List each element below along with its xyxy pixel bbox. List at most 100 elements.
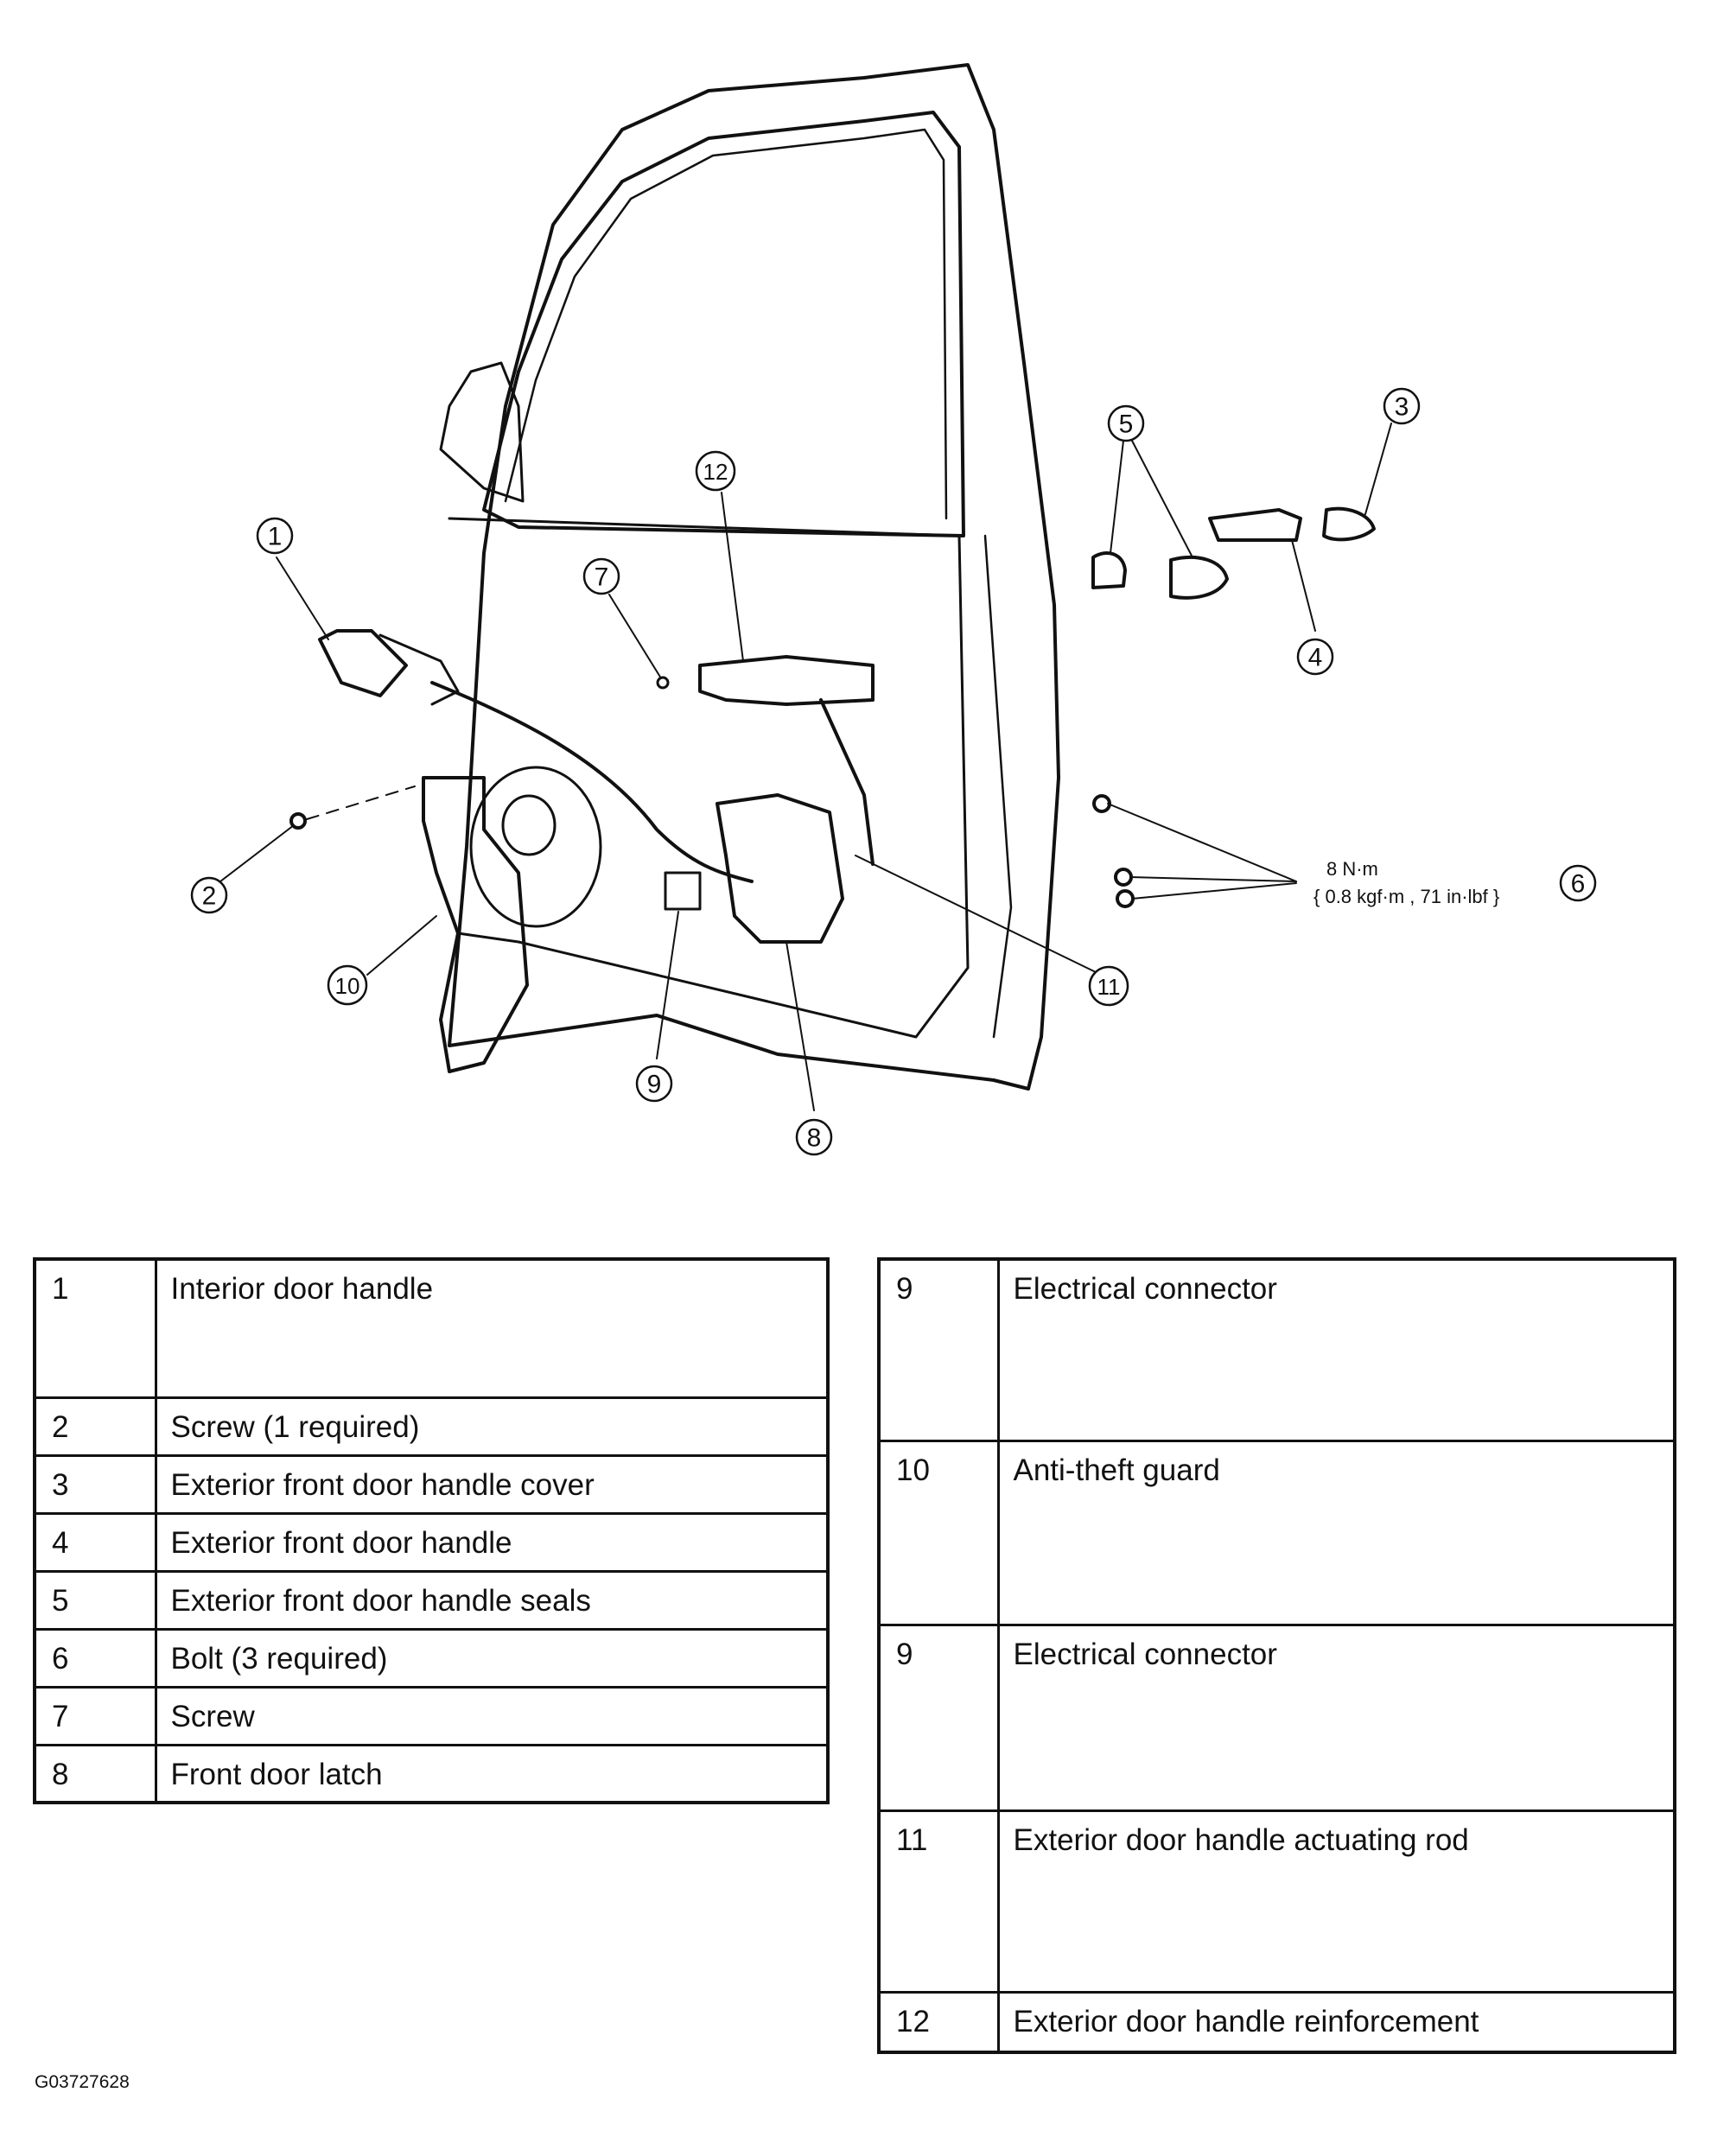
torque-value: 8 N·m — [1326, 858, 1378, 880]
callout-7-circle — [582, 557, 620, 595]
inner-panel — [448, 517, 970, 1039]
bolt-2 — [1114, 868, 1133, 887]
legend-row: 11 Exterior door handle actuating rod — [877, 1809, 1676, 1994]
exterior-handle — [1208, 508, 1302, 542]
callout-5: 5 — [1119, 410, 1134, 439]
legend-number: 3 — [33, 1453, 157, 1515]
legend-number: 1 — [33, 1257, 157, 1399]
leader-7 — [608, 594, 662, 679]
legend-row: 9 Electrical connector — [877, 1257, 1676, 1442]
handle-seal-large — [1169, 556, 1229, 600]
leader-6a — [1107, 803, 1297, 882]
callout-11: 11 — [1097, 974, 1121, 1000]
legend-table-left: 1 Interior door handle 2 Screw (1 requir… — [33, 1257, 830, 1804]
leader-11 — [855, 855, 1097, 973]
bolt-3 — [1116, 889, 1135, 908]
callout-8: 8 — [807, 1124, 822, 1153]
interior-handle-bracket — [378, 633, 460, 706]
leader-9 — [656, 911, 679, 1059]
legend-row: 12 Exterior door handle reinforcement — [877, 1990, 1676, 2054]
front-door-latch — [716, 793, 844, 944]
callout-1-circle — [256, 517, 294, 555]
screw-2 — [289, 812, 307, 830]
legend-row: 8 Front door latch — [33, 1743, 830, 1804]
callout-1: 1 — [268, 523, 283, 551]
legend-number: 10 — [877, 1439, 1000, 1626]
window-opening — [482, 111, 965, 537]
handle-cable — [430, 681, 754, 883]
legend-number: 9 — [877, 1623, 1000, 1812]
leader-8 — [786, 941, 815, 1111]
screw-7 — [656, 676, 670, 690]
legend-description: Screw (1 required) — [154, 1396, 830, 1457]
legend-row: 9 Electrical connector — [877, 1623, 1676, 1812]
speaker — [469, 766, 602, 928]
legend-number: 7 — [33, 1685, 157, 1746]
speaker-cone — [501, 794, 557, 856]
callout-5-circle — [1107, 404, 1145, 442]
callout-12: 12 — [703, 459, 728, 485]
callout-6: 6 — [1571, 870, 1586, 899]
leader-6c — [1131, 882, 1297, 900]
callout-3: 3 — [1395, 393, 1409, 422]
legend-row: 1 Interior door handle — [33, 1257, 830, 1399]
legend-description: Interior door handle — [154, 1257, 830, 1399]
door-exploded-diagram: 1 2 3 4 5 6 7 8 9 10 11 12 8 N·m { 0.8 k… — [190, 63, 1597, 1156]
leader-10 — [366, 915, 437, 976]
legend-number: 12 — [877, 1990, 1000, 2054]
callout-12-circle — [695, 450, 736, 492]
callout-10-circle — [327, 964, 368, 1006]
leader-1 — [276, 556, 329, 640]
leader-3 — [1364, 423, 1392, 515]
legend-description: Exterior door handle reinforcement — [996, 1990, 1676, 2054]
callout-9-circle — [635, 1065, 673, 1103]
legend-number: 2 — [33, 1396, 157, 1457]
legend-row: 2 Screw (1 required) — [33, 1396, 830, 1457]
electrical-connector — [664, 871, 702, 911]
figure-code: G03727628 — [35, 2072, 130, 2092]
callout-9: 9 — [647, 1071, 662, 1099]
legend-number: 11 — [877, 1809, 1000, 1994]
actuating-rod — [819, 698, 875, 866]
callout-4-circle — [1296, 638, 1334, 676]
legend-row: 7 Screw — [33, 1685, 830, 1746]
legend-row: 6 Bolt (3 required) — [33, 1627, 830, 1689]
callout-6-circle — [1559, 864, 1597, 902]
legend-number: 6 — [33, 1627, 157, 1689]
callout-2-circle — [190, 876, 228, 914]
legend-number: 8 — [33, 1743, 157, 1804]
callout-2: 2 — [202, 882, 217, 911]
legend-row: 10 Anti-theft guard — [877, 1439, 1676, 1626]
leader-12 — [721, 492, 744, 662]
legend-description: Electrical connector — [996, 1257, 1676, 1442]
leader-2 — [219, 824, 295, 882]
callout-4: 4 — [1308, 644, 1323, 672]
legend-description: Electrical connector — [996, 1623, 1676, 1812]
legend-description: Screw — [154, 1685, 830, 1746]
legend-row: 5 Exterior front door handle seals — [33, 1569, 830, 1631]
handle-seal-small — [1091, 551, 1127, 589]
legend-table-right: 9 Electrical connector 10 Anti-theft gua… — [877, 1257, 1676, 2054]
interior-handle — [318, 629, 408, 697]
legend-row: 4 Exterior front door handle — [33, 1511, 830, 1573]
callout-8-circle — [795, 1118, 833, 1156]
torque-conversion: { 0.8 kgf·m , 71 in·lbf } — [1313, 886, 1499, 907]
legend-description: Exterior front door handle cover — [154, 1453, 830, 1515]
inner-panel-edge — [983, 534, 1013, 1039]
legend-description: Exterior door handle actuating rod — [996, 1809, 1676, 1994]
leader-5b — [1131, 440, 1193, 558]
callout-3-circle — [1383, 387, 1421, 425]
legend-number: 4 — [33, 1511, 157, 1573]
handle-reinforcement — [698, 655, 875, 706]
door-frame-outer — [448, 63, 1060, 1091]
callout-11-circle — [1088, 965, 1129, 1007]
leader-5a — [1110, 440, 1124, 554]
legend-description: Bolt (3 required) — [154, 1627, 830, 1689]
exterior-handle-cover — [1322, 506, 1376, 542]
leader-6b — [1129, 876, 1297, 882]
legend-description: Exterior front door handle seals — [154, 1569, 830, 1631]
anti-theft-guard — [422, 776, 529, 1073]
callout-10: 10 — [335, 973, 360, 999]
callout-7: 7 — [595, 563, 609, 592]
legend-row: 3 Exterior front door handle cover — [33, 1453, 830, 1515]
